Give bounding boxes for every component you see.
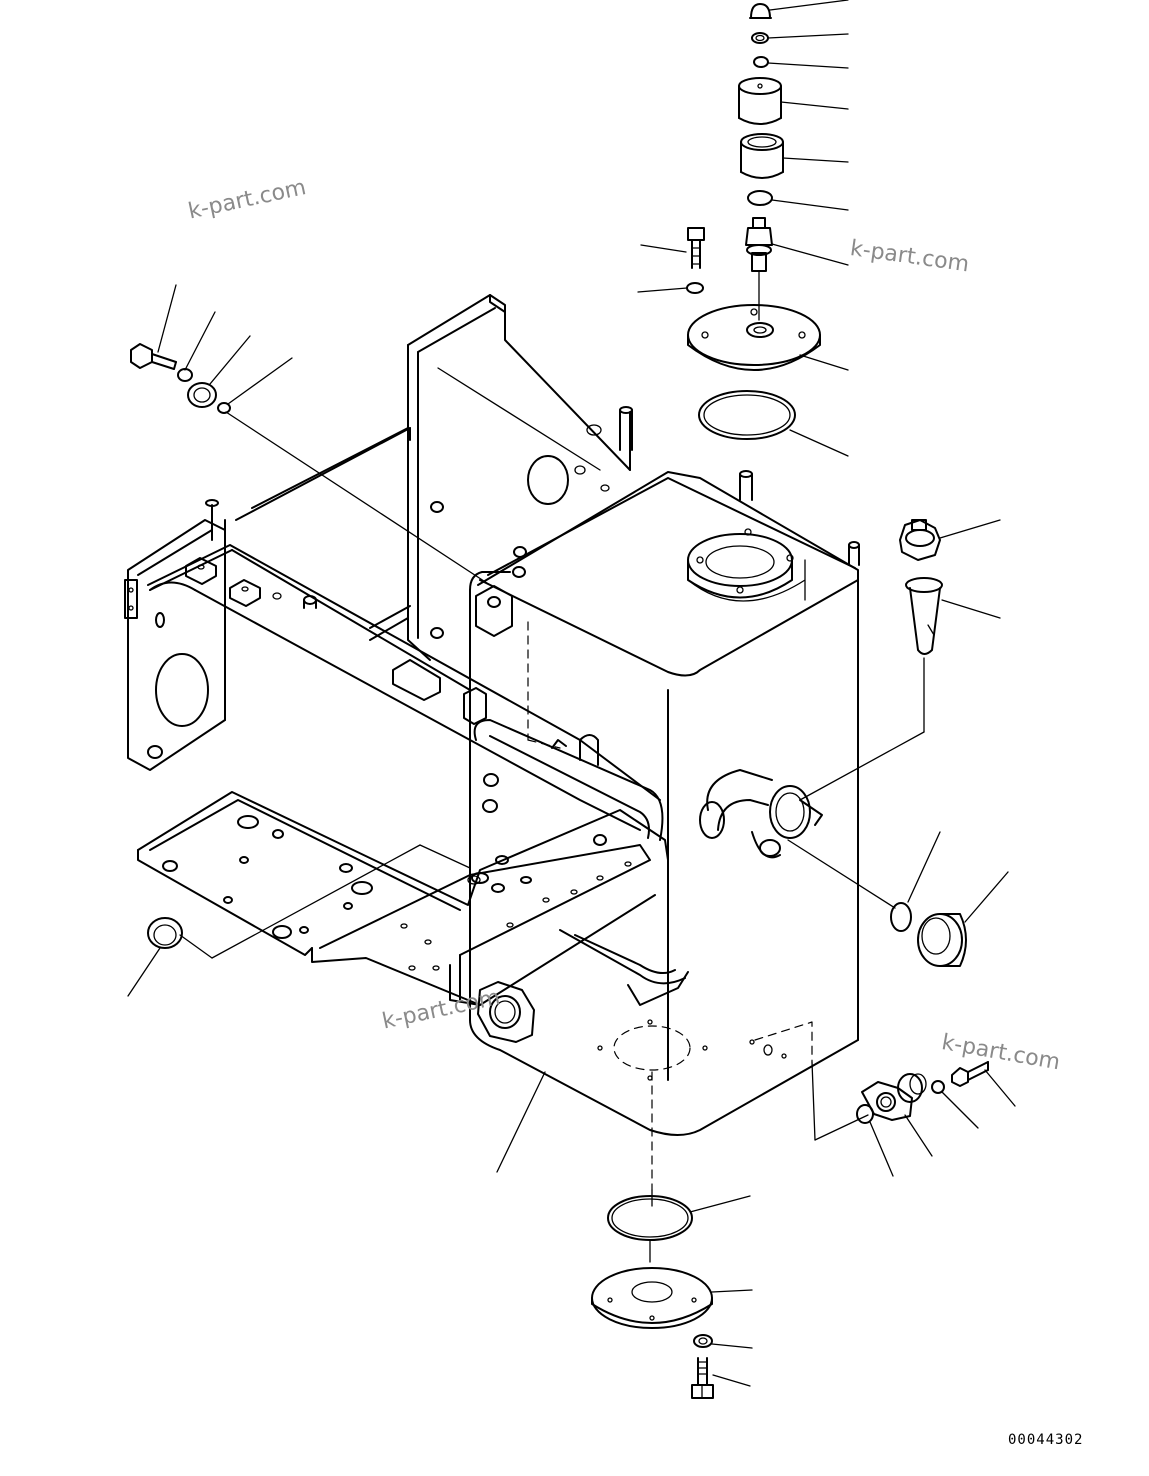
pipe-stub-rear <box>619 406 633 451</box>
strainer-part <box>799 577 1001 801</box>
bolt-part-bottom <box>691 1357 751 1399</box>
tank-body <box>469 471 859 1136</box>
gasket-ring-part-bottom <box>607 1195 751 1263</box>
relief-valve-part <box>745 217 849 321</box>
frame-left-end-plate <box>124 519 226 771</box>
frame-rear-plate <box>407 294 631 661</box>
cap-nut-part <box>749 0 849 19</box>
hook-bracket <box>551 734 599 766</box>
washer-part-top <box>751 32 849 44</box>
drain-valve-part <box>861 1073 933 1157</box>
small-washer-part <box>753 56 849 69</box>
bolt-part-left <box>130 284 177 370</box>
side-bracket-loop <box>473 719 689 1006</box>
bottom-cover-outline <box>527 621 708 1207</box>
flange-adapter-part <box>917 871 1009 967</box>
washer-part-bottom <box>693 1334 753 1349</box>
bracket-block-3 <box>392 659 441 701</box>
bolt-part-drain <box>951 1061 1016 1107</box>
tank-nuts <box>482 546 607 846</box>
suction-flange-part <box>477 981 546 1173</box>
washer-part-drain <box>931 1080 979 1129</box>
washer-part-left <box>177 311 216 382</box>
bracket-block-1 <box>185 557 217 585</box>
pipe-stub-right <box>848 541 860 566</box>
bracket-block-4 <box>463 687 487 725</box>
washer-part-upper <box>637 282 704 294</box>
tank-mount-block <box>475 585 513 637</box>
seal-ring-part-left <box>187 335 251 408</box>
filler-cap-part <box>899 519 1001 561</box>
filler-neck-elbow <box>699 769 896 909</box>
frame-boss-cylinder <box>471 855 509 884</box>
bolt-part-upper <box>640 227 705 269</box>
bracket-block-2 <box>229 579 261 607</box>
seal-ring-part-lower-left <box>127 844 471 997</box>
figure-id-label: 00044302 <box>1008 1432 1084 1448</box>
filter-element-part <box>740 133 849 179</box>
pipe-stub-tank <box>739 470 753 501</box>
o-ring-part-drain <box>856 1104 894 1177</box>
boss-nut-1 <box>272 592 317 609</box>
gasket-ring-part-top <box>698 390 849 457</box>
o-ring-part-right <box>890 831 941 932</box>
o-ring-part-left <box>217 357 491 586</box>
cover-plate-part <box>687 304 849 371</box>
drain-port-outline <box>749 1021 869 1141</box>
filter-cap-part <box>738 77 849 125</box>
lower-frame-platform <box>137 791 669 1006</box>
o-ring-part-top <box>747 190 849 211</box>
bottom-cover-part <box>591 1267 753 1329</box>
